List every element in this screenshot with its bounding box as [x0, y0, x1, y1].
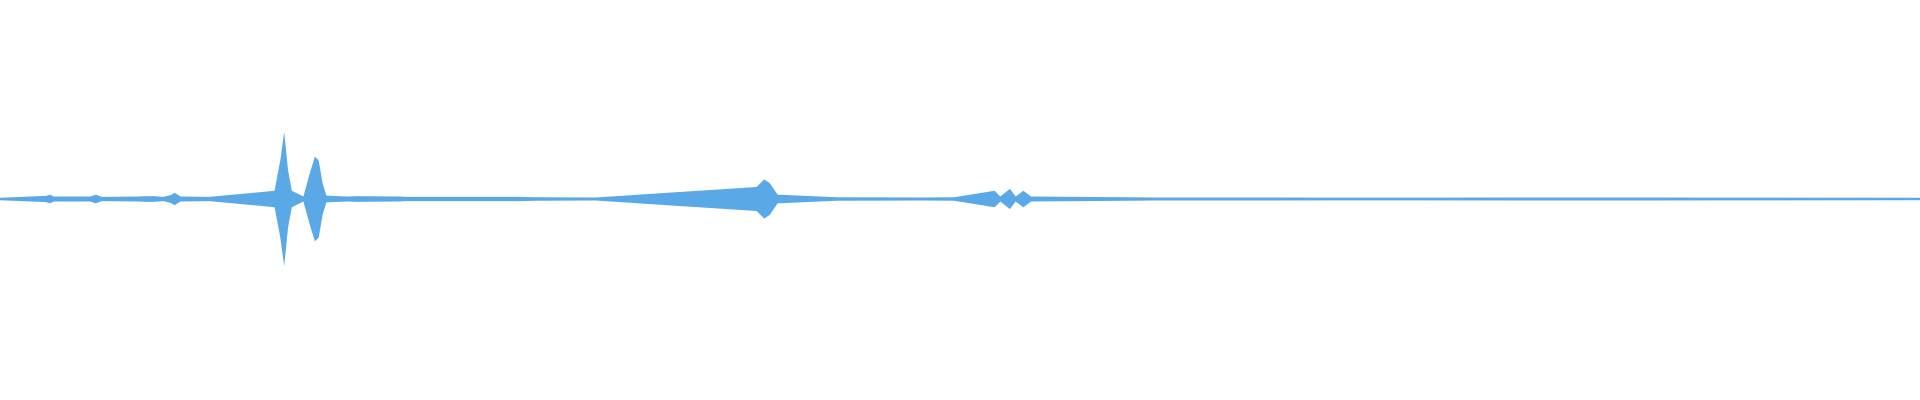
- waveform-shape: [0, 131, 1920, 267]
